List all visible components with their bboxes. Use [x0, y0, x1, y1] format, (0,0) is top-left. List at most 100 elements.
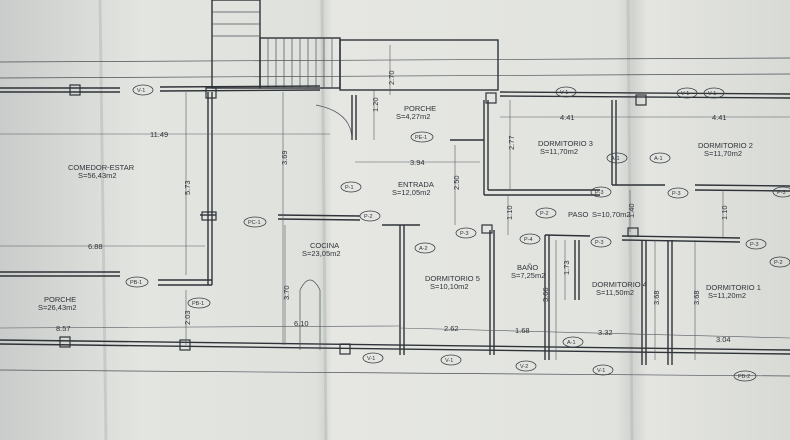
- tag-p2-b: P-2: [535, 207, 557, 219]
- tag-v1-a: V-1: [132, 84, 154, 96]
- tag-a1-a: A-1: [606, 152, 628, 164]
- room-area: S=26,43m2: [38, 303, 77, 312]
- tag-label: P-3: [595, 190, 604, 196]
- tag-label: P-2: [364, 214, 373, 220]
- tag-label: V-2: [520, 364, 528, 370]
- tag-p3-e: P-3: [745, 238, 767, 250]
- room-name: DORMITORIO 2: [698, 141, 753, 150]
- tag-a2: A-2: [414, 242, 436, 254]
- room-area: S=56,43m2: [78, 171, 117, 180]
- walls: [0, 85, 790, 365]
- dim-label: 3.04: [716, 335, 731, 344]
- tag-v1-d: V-1: [703, 87, 725, 99]
- room-name: DORMITORIO 3: [538, 139, 593, 148]
- dim-label: 3.66: [541, 287, 550, 302]
- tag-label: P-3: [777, 190, 786, 196]
- tag-v1-f: V-1: [440, 354, 462, 366]
- room-area: S=12,05m2: [392, 188, 431, 197]
- room-name: DORMITORIO 5: [425, 274, 480, 283]
- dim-label: 1.73: [562, 260, 571, 275]
- tag-label: PB-2: [738, 374, 750, 380]
- dim-label: 3.68: [652, 290, 661, 305]
- tag-label: A-1: [611, 156, 620, 162]
- tag-label: V-1: [367, 356, 375, 362]
- dim-label: 4.41: [712, 113, 727, 122]
- tag-label: P-2: [774, 260, 783, 266]
- tag-p4: P-4: [519, 233, 541, 245]
- dim-label: 2.62: [444, 324, 459, 333]
- tag-a1-c: A-1: [562, 336, 584, 348]
- dim-label: 3.94: [410, 158, 425, 167]
- tag-label: A-2: [419, 246, 428, 252]
- dim-label: 6.10: [294, 319, 309, 328]
- tag-label: P-3: [672, 191, 681, 197]
- tag-v1-b: V-1: [555, 86, 577, 98]
- tag-label: P-3: [750, 242, 759, 248]
- room-area: S=11,20m2: [708, 291, 746, 300]
- tag-label: P-4: [524, 237, 533, 243]
- dimension-lines: [0, 45, 790, 360]
- tag-v2: V-2: [515, 360, 537, 372]
- dim-label: 3.68: [692, 290, 701, 305]
- room-name: PORCHE: [404, 104, 436, 113]
- dim-label: 1.10: [505, 205, 514, 220]
- room-area: S=10,70m2: [592, 210, 631, 219]
- dim-label: 1.68: [515, 326, 530, 335]
- room-area: S=7,25m2: [511, 271, 545, 280]
- dim-label: 2.77: [507, 135, 516, 150]
- tag-label: PE-1: [415, 135, 427, 141]
- tag-v1-c: V-1: [676, 87, 698, 99]
- tag-p3-c: P-3: [455, 227, 477, 239]
- tag-p1: P-1: [340, 181, 362, 193]
- room-name: BAÑO: [517, 263, 538, 272]
- tag-label: A-1: [567, 340, 576, 346]
- room-area: S=10,10m2: [430, 282, 469, 291]
- tag-pe1: PE-1: [410, 131, 434, 143]
- tag-v1-g: V-1: [592, 364, 614, 376]
- tag-label: PB-1: [192, 301, 204, 307]
- room-area: S=11,50m2: [596, 288, 634, 297]
- dim-label: 2.50: [452, 175, 461, 190]
- tag-p2-a: P-2: [359, 210, 381, 222]
- tag-p3-a: P-3: [590, 186, 612, 198]
- tag-a1-b: A-1: [649, 152, 671, 164]
- dim-label: 2.70: [387, 70, 396, 85]
- tag-pb1-a: PB-1: [125, 276, 149, 288]
- dim-label: 1.20: [371, 97, 380, 112]
- dim-label: 4.41: [560, 113, 575, 122]
- dim-label: 1.10: [720, 205, 729, 220]
- room-name: ENTRADA: [398, 180, 434, 189]
- tag-label: V-1: [597, 368, 605, 374]
- room-name: PORCHE: [44, 295, 76, 304]
- room-name: COMEDOR-ESTAR: [68, 163, 135, 172]
- tag-label: V-1: [137, 88, 145, 94]
- columns: [59, 84, 647, 355]
- room-labels: COMEDOR-ESTAR S=56,43m2 PORCHE S=4,27m2 …: [38, 104, 761, 312]
- room-name: PASO: [568, 210, 588, 219]
- room-name: COCINA: [310, 241, 339, 250]
- tag-label: V-1: [708, 91, 716, 97]
- tag-p3-b: P-3: [667, 187, 689, 199]
- tag-label: P-3: [460, 231, 469, 237]
- dim-label: 2.03: [183, 310, 192, 325]
- tag-label: P-2: [540, 211, 549, 217]
- dim-label: 1.40: [627, 203, 636, 218]
- dim-label: 6.88: [88, 242, 103, 251]
- room-name: DORMITORIO 1: [706, 283, 761, 292]
- tag-label: P-3: [595, 240, 604, 246]
- tag-label: V-1: [560, 90, 568, 96]
- tag-pb1-b: PB-1: [187, 297, 211, 309]
- dim-label: 3.32: [598, 328, 613, 337]
- tag-p3-f: P-3: [772, 186, 790, 198]
- room-name: DORMITORIO 4: [592, 280, 647, 289]
- tag-p3-d: P-3: [590, 236, 612, 248]
- tag-p2-c: P-2: [769, 256, 790, 268]
- tag-pb2: PB-2: [733, 370, 757, 382]
- dim-label: 3.69: [280, 150, 289, 165]
- tag-label: V-1: [681, 91, 689, 97]
- tag-label: P-1: [345, 185, 354, 191]
- tag-label: PC-1: [248, 220, 261, 226]
- dim-label: 5.73: [183, 180, 192, 195]
